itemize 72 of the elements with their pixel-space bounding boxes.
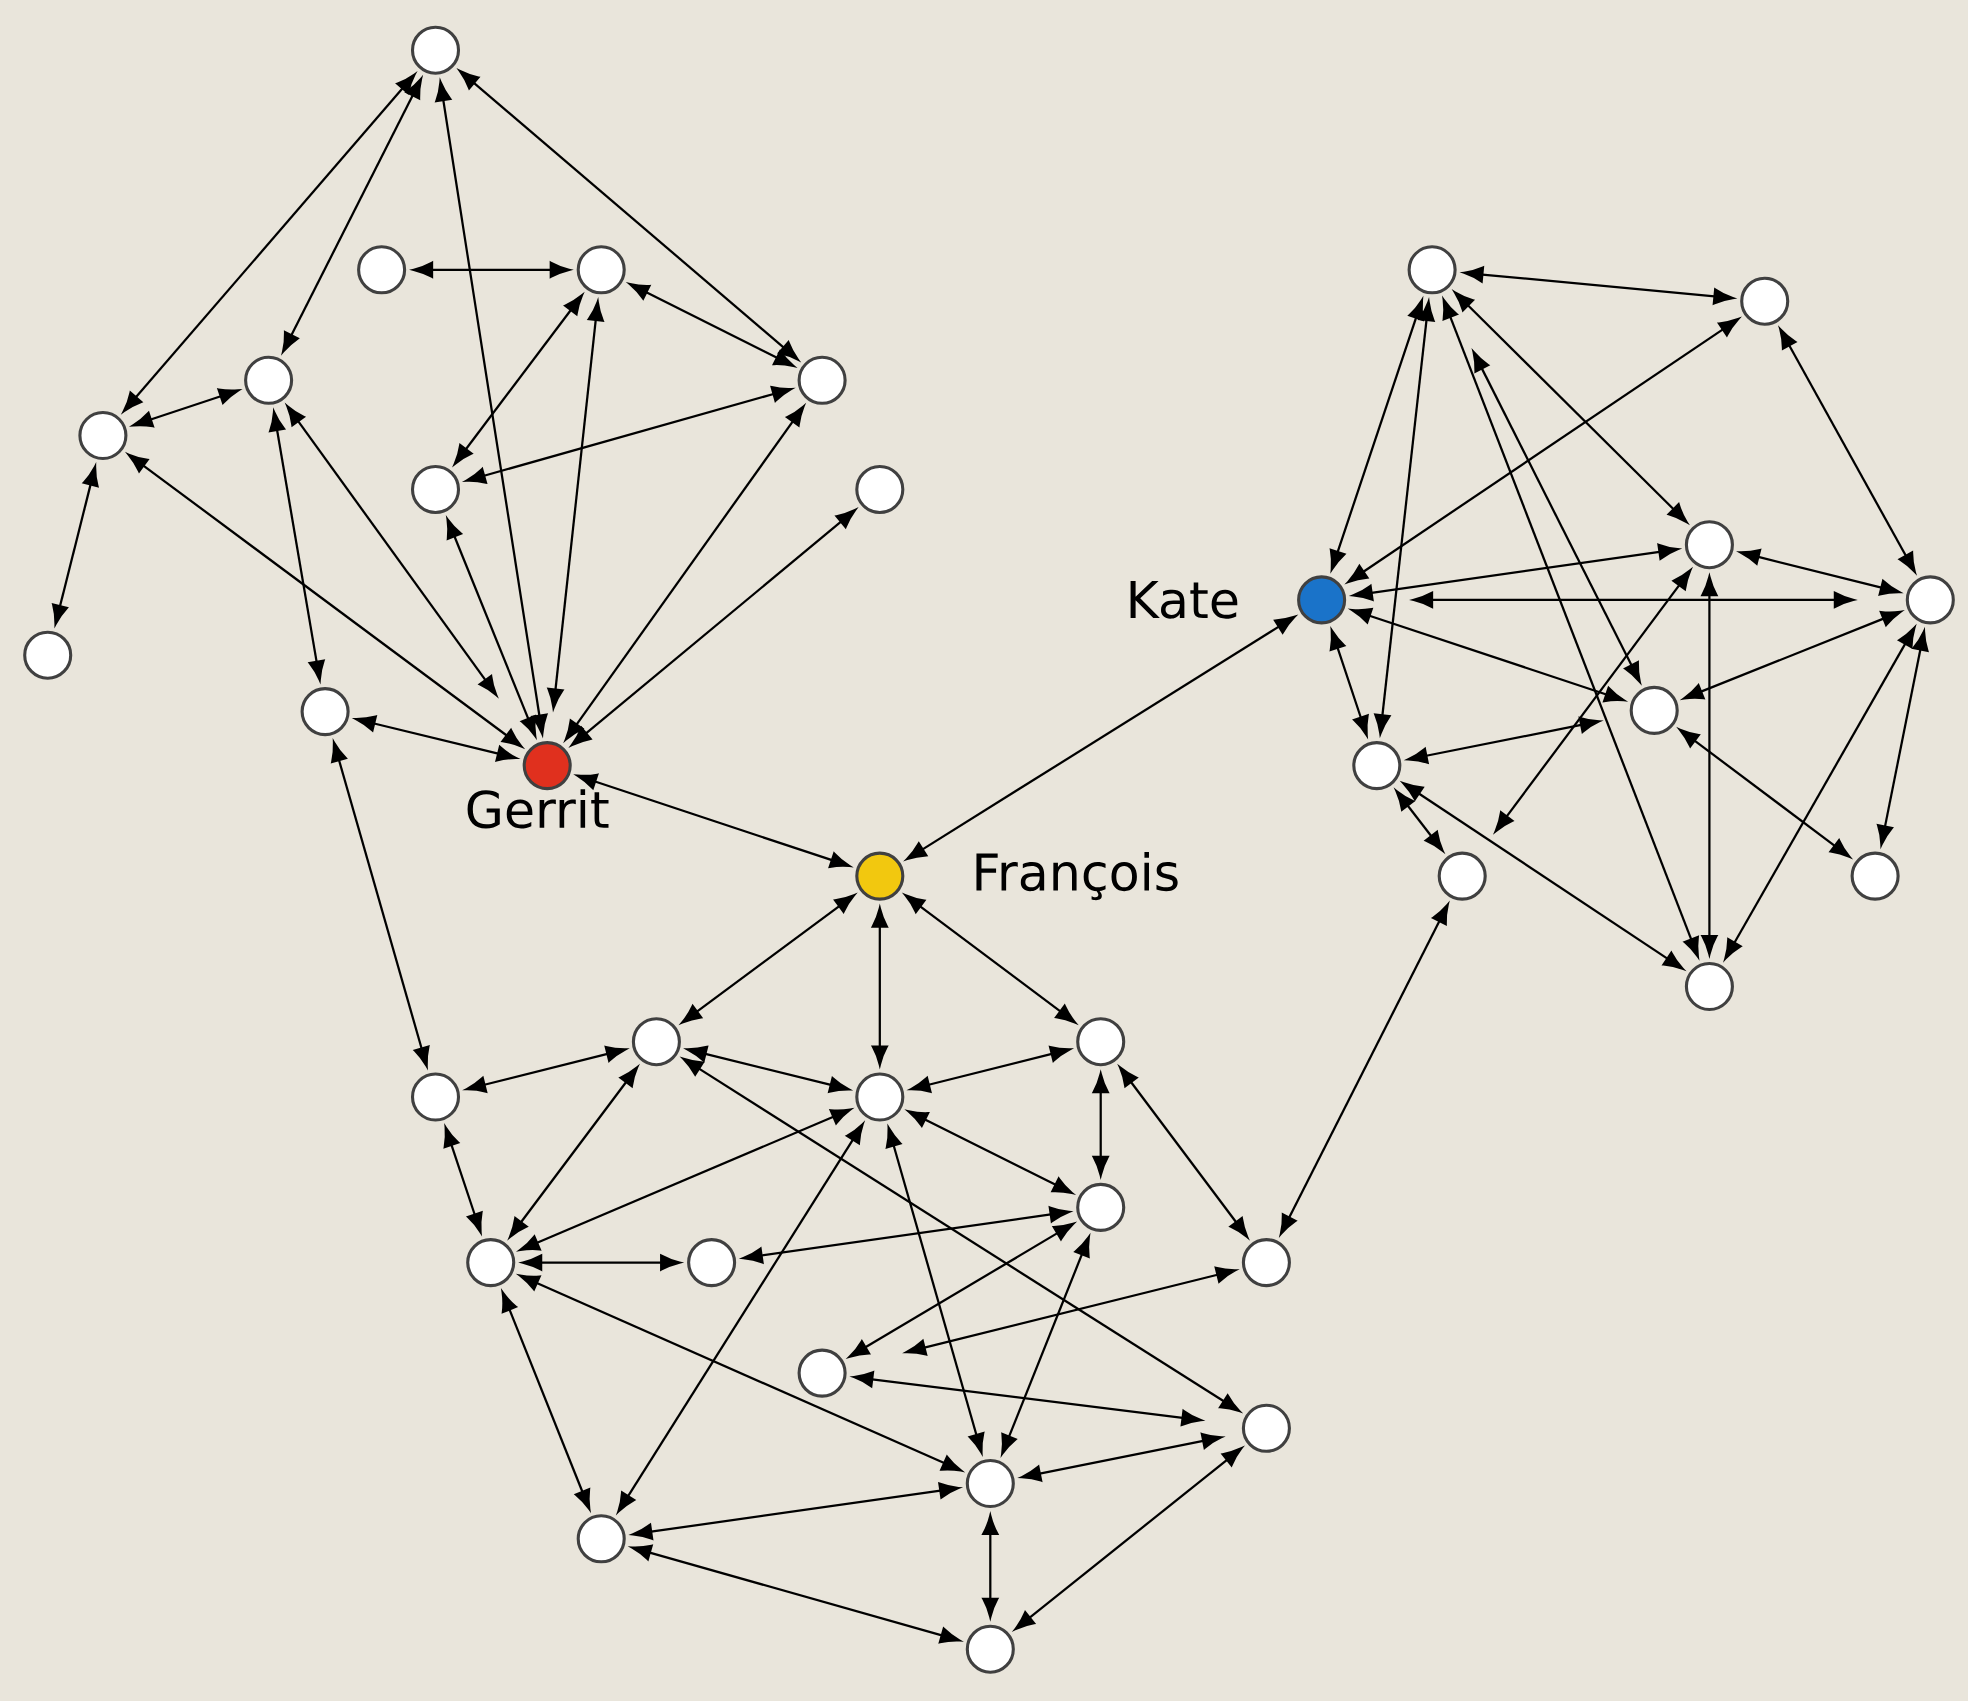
person-dot [855,851,905,901]
network-node [965,1458,1015,1509]
arrow [465,1045,627,1093]
arrow [519,1274,962,1472]
arrow [905,1266,1237,1356]
arrow [458,69,799,361]
arrow [681,894,856,1024]
arrow [1779,328,1916,573]
network-node [576,1514,626,1564]
network-node [23,630,73,680]
arrow [412,261,571,278]
network-node [576,245,626,295]
network-node [1850,851,1900,901]
person-dot [1297,575,1347,625]
network-node [466,1238,516,1288]
arrow [331,741,430,1068]
arrow [1453,291,1688,524]
person-dot [522,741,572,791]
arrow [1001,1236,1090,1455]
arrow [1678,728,1851,858]
arrow [1442,298,1699,958]
network-node [965,1624,1015,1674]
network-node [410,464,461,515]
network-node [855,1072,905,1122]
arrow [52,465,99,626]
network-node [300,687,350,737]
network-node [797,1348,847,1398]
network-node [357,245,407,295]
network-node [1740,276,1790,326]
arrow [905,615,1296,861]
network-node [797,355,847,405]
arrow [1092,1072,1109,1177]
arrow [904,894,1077,1024]
arrow [282,77,423,353]
arrow [453,294,583,465]
network-node [1905,575,1955,625]
network-node [687,1238,737,1288]
network-node [1684,961,1734,1012]
network-node [1629,685,1679,735]
arrow [1402,782,1684,970]
arrow [576,773,851,868]
arrow [122,73,416,413]
arrow [1118,1066,1249,1238]
arrow [982,1514,999,1619]
network-node [1241,1238,1291,1288]
network-node [1407,245,1457,295]
network-node [1684,520,1734,570]
name-label: Gerrit [467,789,609,829]
network-node [78,410,128,461]
network-node [855,464,905,515]
network-node [1352,741,1402,791]
network-node [631,1017,681,1067]
name-label: Kate [1130,581,1238,619]
arrow [628,283,795,367]
network-node [1076,1182,1126,1232]
arrow [1395,789,1444,852]
network-node [410,25,461,75]
arrow [564,405,805,741]
arrow [1279,903,1449,1235]
arrow [355,715,518,762]
network-node [1437,851,1487,901]
network-node [410,1072,461,1122]
arrow [1682,610,1902,700]
network-node [1241,1403,1291,1453]
name-label: François [976,852,1178,901]
arrow [501,1291,591,1511]
arrow [570,508,857,747]
arrow [443,1126,483,1234]
network-node [244,355,294,405]
network-node [1076,1017,1126,1067]
arrow [686,1045,850,1093]
arrow [465,386,793,484]
